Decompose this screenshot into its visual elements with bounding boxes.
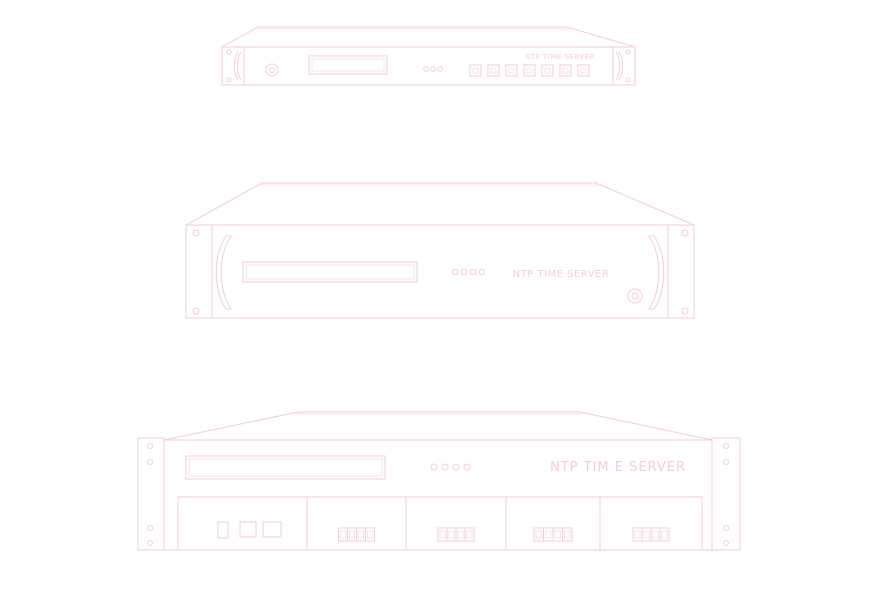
button-inner [562,67,569,74]
led-indicator [463,463,471,471]
device-1u-right-handle [615,51,624,81]
module-connector-block [533,527,573,542]
button-inner [526,67,533,74]
device-2u-display [242,261,418,283]
led-indicator [478,268,486,276]
port-connector [262,521,282,538]
led-indicator [423,66,429,72]
module-slot [177,496,308,551]
device-2u-knob [627,288,643,304]
power-switch[interactable] [217,521,229,539]
device-3u-left-ear [137,437,165,551]
port-connector [239,521,257,538]
device-3u-top-panel [163,411,713,441]
led-indicator [430,66,436,72]
device-1u-button-group [469,64,590,77]
module-slot [505,496,601,551]
device-2u-left-handle [215,235,232,310]
front-panel-button[interactable] [559,64,572,77]
device-1u-left-handle [233,51,242,81]
device-1u [220,26,636,86]
front-panel-button[interactable] [523,64,536,77]
module-slot [405,496,507,551]
button-inner [508,67,515,74]
module-slot [599,496,703,551]
device-3u-led-group [430,463,471,471]
device-2u-right-handle [648,235,665,310]
led-indicator [451,268,459,276]
device-1u-display [308,55,388,75]
led-indicator [441,463,449,471]
module-connector-block [338,527,375,542]
front-panel-button[interactable] [487,64,500,77]
front-panel-button[interactable] [505,64,518,77]
button-inner [544,67,551,74]
device-1u-led-group [423,66,443,72]
module-connector-block [632,527,670,542]
front-panel-button[interactable] [541,64,554,77]
device-2u-led-group [451,268,486,276]
button-inner [472,67,479,74]
module-connector-block [437,527,475,542]
device-1u-left-ear [221,46,245,86]
device-2u-top-panel [185,182,695,226]
device-3u [137,411,741,551]
device-1u-label: NTP TIME SERVER [525,53,595,61]
device-3u-right-ear [711,437,741,551]
led-indicator [437,66,443,72]
device-1u-right-ear [612,46,636,86]
device-3u-label: NTP TIM E SERVER [550,460,686,475]
device-1u-top-panel [220,26,636,48]
device-3u-module-bay [177,496,703,551]
led-indicator [460,268,468,276]
button-inner [580,67,587,74]
device-2u-label: NTP TIME SERVER [513,269,610,280]
led-indicator [430,463,438,471]
device-2u [185,182,695,319]
module-slot [306,496,407,551]
device-2u-front-panel [185,224,695,319]
front-panel-button[interactable] [577,64,590,77]
device-3u-display [185,455,386,480]
led-indicator [452,463,460,471]
led-indicator [469,268,477,276]
front-panel-button[interactable] [469,64,482,77]
device-1u-knob [265,63,279,77]
button-inner [490,67,497,74]
